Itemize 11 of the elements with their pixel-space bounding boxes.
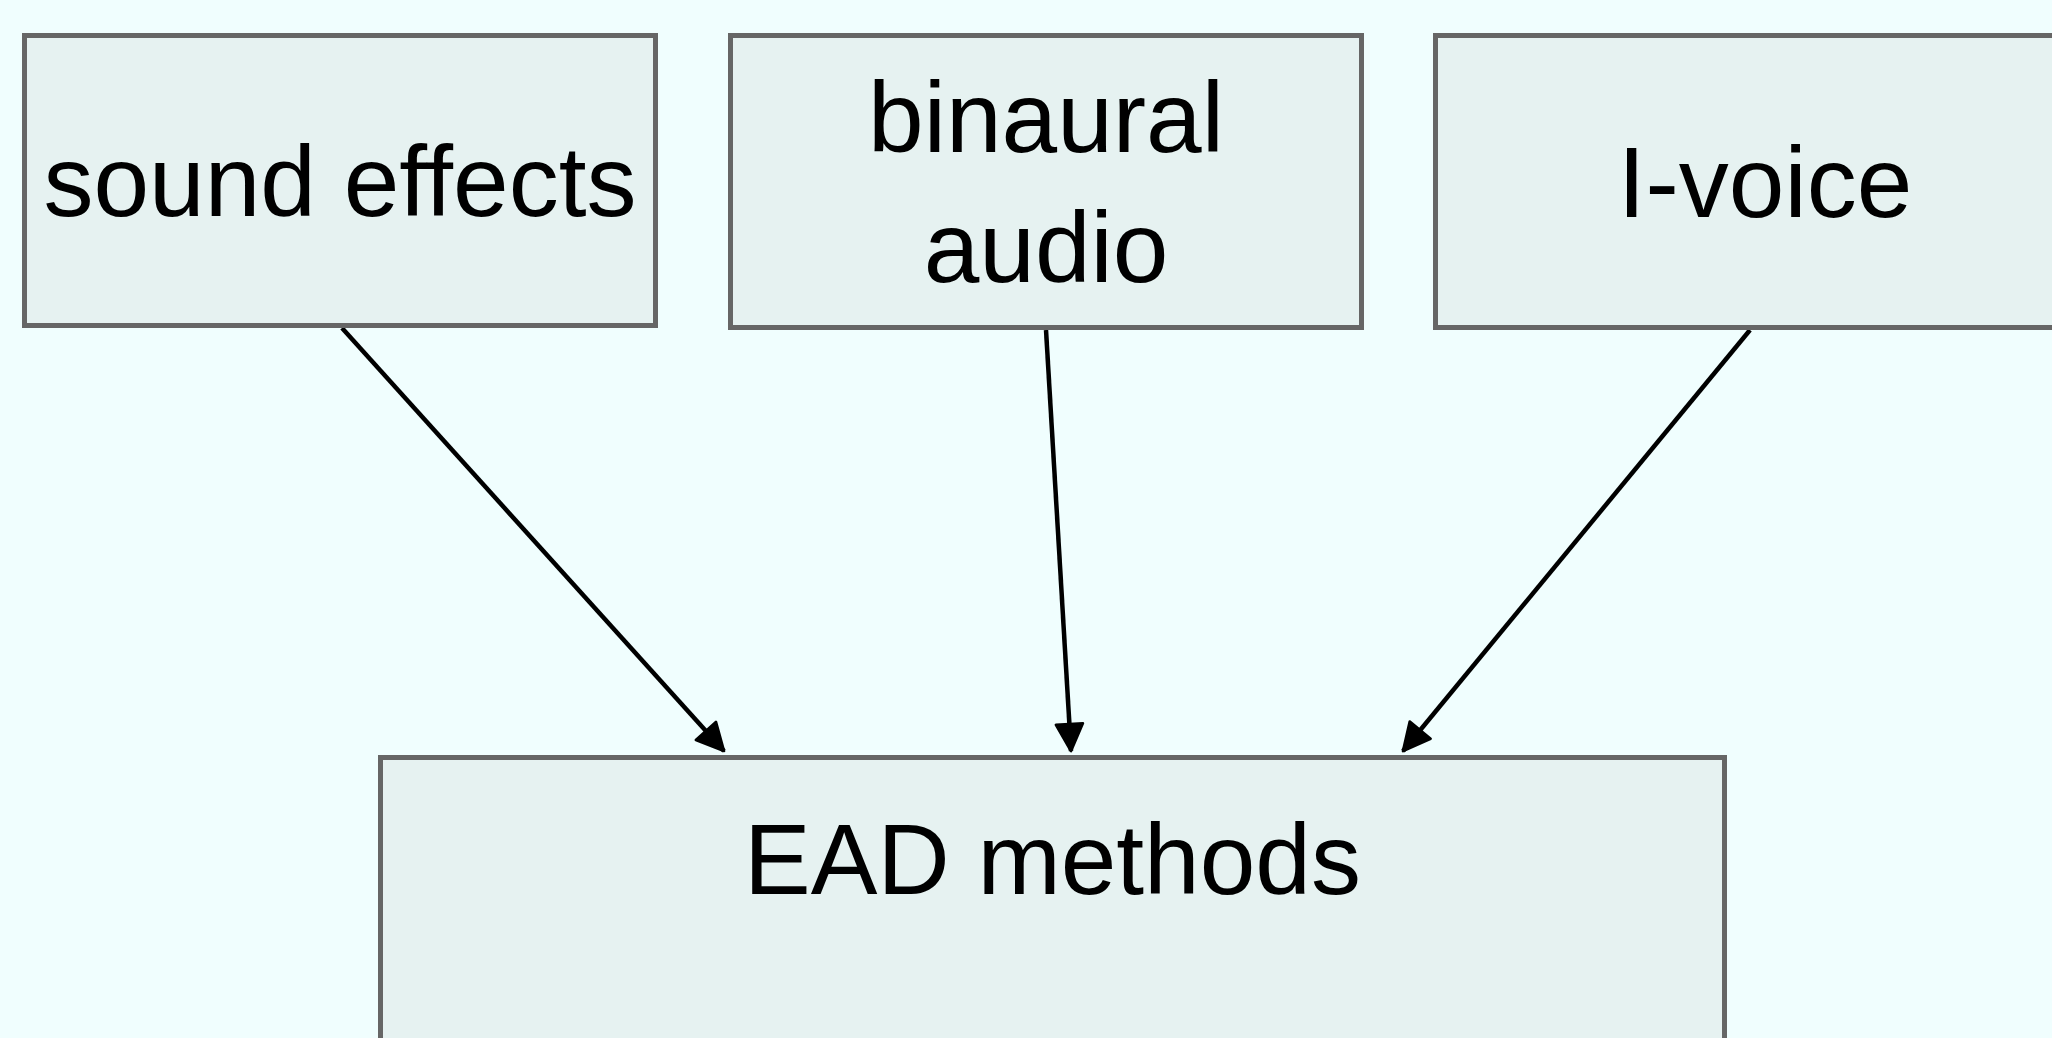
process-box <box>22 33 658 328</box>
process-box <box>728 33 1364 330</box>
arrow <box>1043 329 1085 753</box>
process-box <box>378 755 1727 1038</box>
box-label: I-voice <box>1616 124 1914 240</box>
arrow <box>1401 328 1752 753</box>
box-label: EAD methods <box>743 802 1362 917</box>
process-box <box>1433 33 2052 330</box>
arrow <box>340 326 726 753</box>
box-label: binaural audio <box>867 59 1225 305</box>
box-label: sound effects <box>42 123 638 239</box>
